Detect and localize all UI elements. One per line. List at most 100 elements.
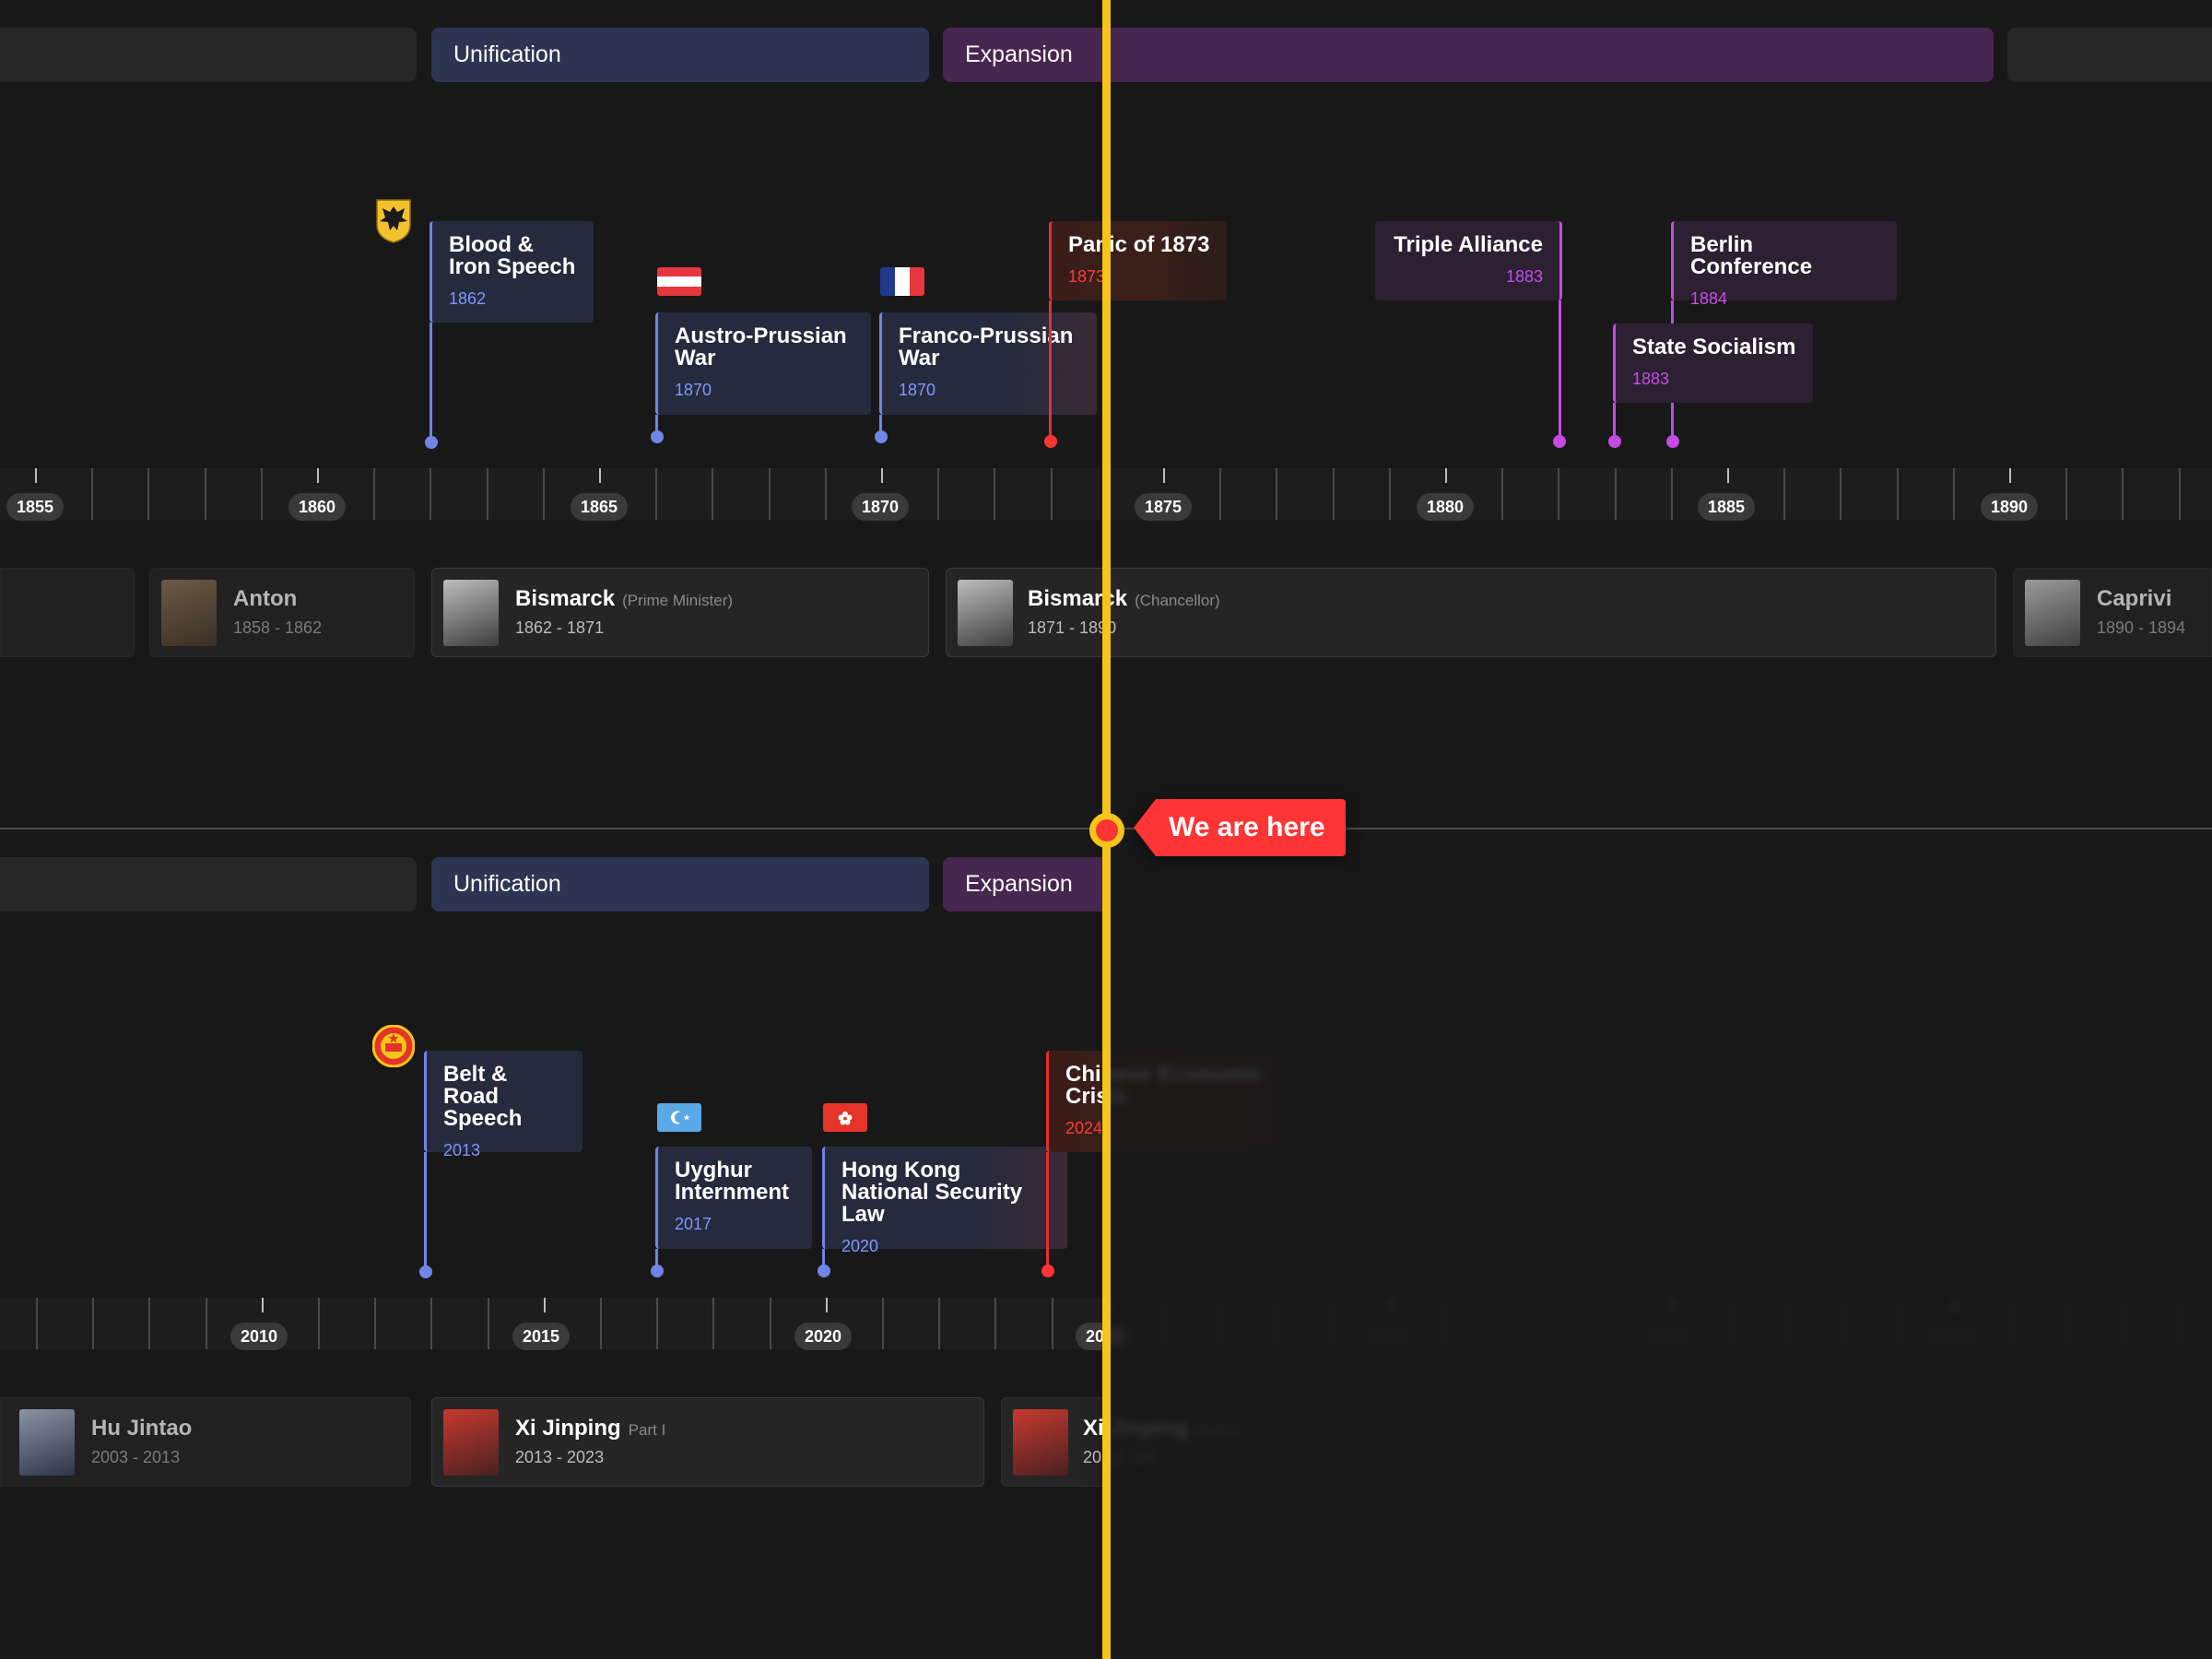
leader-card-bismarck-pm[interactable]: Bismarck(Prime Minister) 1862 - 1871: [431, 568, 929, 657]
event-title: Uyghur Internment: [675, 1158, 790, 1205]
event-dot[interactable]: [419, 1265, 432, 1278]
leader-dates: 1890 - 1894: [2097, 618, 2186, 637]
leader-name: Bismarck(Chancellor): [1028, 586, 1220, 611]
now-marker-dot[interactable]: [1089, 813, 1124, 848]
year-minor-tick: [938, 1298, 941, 1349]
year-minor-tick: [656, 1298, 659, 1349]
event-card-belt-road[interactable]: Belt & Road Speech 2013: [424, 1051, 582, 1159]
event-card-uyghur[interactable]: Uyghur Internment 2017: [655, 1147, 812, 1249]
event-title: Hong Kong National Security Law: [841, 1158, 1023, 1227]
year-minor-tick: [1840, 468, 1842, 520]
year-label-1870: 1870: [852, 493, 909, 521]
era-bar-previous[interactable]: [0, 857, 417, 912]
leader-dates: 2013 - 2023: [515, 1448, 605, 1466]
portrait: [2025, 580, 2080, 646]
leader-card-hu-jintao[interactable]: Hu Jintao 2003 - 2013: [0, 1397, 411, 1487]
event-year: 1873: [1068, 267, 1106, 286]
event-dot[interactable]: [651, 430, 664, 443]
leader-card-bismarck-chancellor[interactable]: Bismarck(Chancellor) 1871 - 1890: [946, 568, 1996, 657]
year-minor-tick: [318, 1298, 320, 1349]
year-major-tick: [825, 1298, 828, 1312]
year-label-1880: 1880: [1417, 493, 1474, 521]
era-bar-expansion[interactable]: Expansion: [943, 857, 1105, 912]
era-bar-next[interactable]: [2007, 28, 2212, 82]
leader-card-caprivi[interactable]: Caprivi 1890 - 1894: [2013, 568, 2212, 657]
event-title: Austro-Prussian War: [675, 324, 847, 371]
era-bar-expansion[interactable]: Expansion: [943, 28, 1994, 82]
east-turkestan-flag-icon: [657, 1103, 701, 1132]
year-minor-tick: [1332, 468, 1335, 520]
year-minor-tick: [1388, 468, 1391, 520]
leader-role: (Prime Minister): [622, 592, 734, 609]
year-major-tick: [2009, 468, 2011, 483]
event-stem: [879, 415, 882, 437]
year-minor-tick: [600, 1298, 602, 1349]
year-minor-tick: [430, 1298, 433, 1349]
year-minor-tick: [1219, 468, 1222, 520]
event-year: 1883: [1505, 267, 1543, 286]
year-label-1855: 1855: [6, 493, 64, 521]
year-minor-tick: [1276, 468, 1278, 520]
event-card-blood-iron[interactable]: Blood & Iron Speech 1862: [429, 221, 594, 323]
year-minor-tick: [2178, 468, 2181, 520]
event-card-state-socialism[interactable]: State Socialism 1883: [1613, 324, 1813, 403]
portrait: [958, 580, 1013, 646]
year-label-1885: 1885: [1698, 493, 1755, 521]
leader-role: (Chancellor): [1135, 592, 1220, 609]
event-dot[interactable]: [818, 1265, 830, 1277]
leader-name: Caprivi: [2097, 586, 2172, 611]
future-blur-overlay: [1108, 834, 2212, 1659]
leader-card-previous[interactable]: [0, 568, 135, 657]
year-minor-tick: [36, 1298, 38, 1349]
event-stem: [1613, 403, 1616, 440]
event-dot[interactable]: [1553, 435, 1566, 448]
year-label-1890: 1890: [1981, 493, 2038, 521]
year-minor-tick: [429, 468, 432, 520]
event-title: Berlin Conference: [1690, 232, 1813, 279]
event-card-berlin-conference[interactable]: Berlin Conference 1884: [1671, 221, 1897, 308]
year-minor-tick: [373, 468, 376, 520]
event-year: 2017: [675, 1215, 712, 1233]
year-minor-tick: [712, 468, 714, 520]
event-stem: [1559, 300, 1561, 439]
year-minor-tick: [1670, 468, 1673, 520]
we-are-here-label: We are here: [1134, 799, 1346, 856]
event-stem: [1049, 300, 1052, 439]
portrait: [1013, 1409, 1068, 1476]
event-dot[interactable]: [425, 436, 438, 449]
year-minor-tick: [204, 468, 206, 520]
label-text: We are here: [1156, 799, 1346, 856]
era-bar-previous[interactable]: [0, 28, 417, 82]
event-card-hong-kong[interactable]: Hong Kong National Security Law 2020: [822, 1147, 1067, 1255]
era-bar-unification[interactable]: Unification: [431, 28, 929, 82]
year-minor-tick: [769, 1298, 771, 1349]
event-dot[interactable]: [875, 430, 888, 443]
year-major-tick: [881, 468, 883, 483]
event-card-franco-prussian[interactable]: Franco-Prussian War 1870: [879, 312, 1097, 415]
event-dot[interactable]: [651, 1265, 664, 1277]
event-title: Belt & Road Speech: [443, 1062, 523, 1131]
leader-card-anton[interactable]: Anton 1858 - 1862: [149, 568, 415, 657]
event-dot[interactable]: [1608, 435, 1621, 448]
hong-kong-flag-icon: [823, 1103, 867, 1132]
year-minor-tick: [1501, 468, 1504, 520]
year-minor-tick: [486, 468, 488, 520]
leader-dates: 1862 - 1871: [515, 618, 605, 637]
event-dot[interactable]: [1666, 435, 1679, 448]
event-card-austro-prussian[interactable]: Austro-Prussian War 1870: [655, 312, 871, 415]
event-year: 2013: [443, 1141, 481, 1159]
event-card-triple-alliance[interactable]: Triple Alliance 1883: [1375, 221, 1562, 300]
year-minor-tick: [1051, 1298, 1053, 1349]
year-minor-tick: [147, 468, 150, 520]
era-bar-unification[interactable]: Unification: [431, 857, 929, 912]
event-dot[interactable]: [1041, 1265, 1054, 1277]
event-title: Triple Alliance: [1394, 232, 1543, 257]
year-minor-tick: [2122, 468, 2124, 520]
event-dot[interactable]: [1044, 435, 1057, 448]
event-year: 1862: [449, 289, 487, 308]
year-major-tick: [317, 468, 319, 483]
event-card-panic-1873[interactable]: Panic of 1873 1873: [1049, 221, 1227, 300]
prussian-eagle-icon: [376, 199, 411, 243]
